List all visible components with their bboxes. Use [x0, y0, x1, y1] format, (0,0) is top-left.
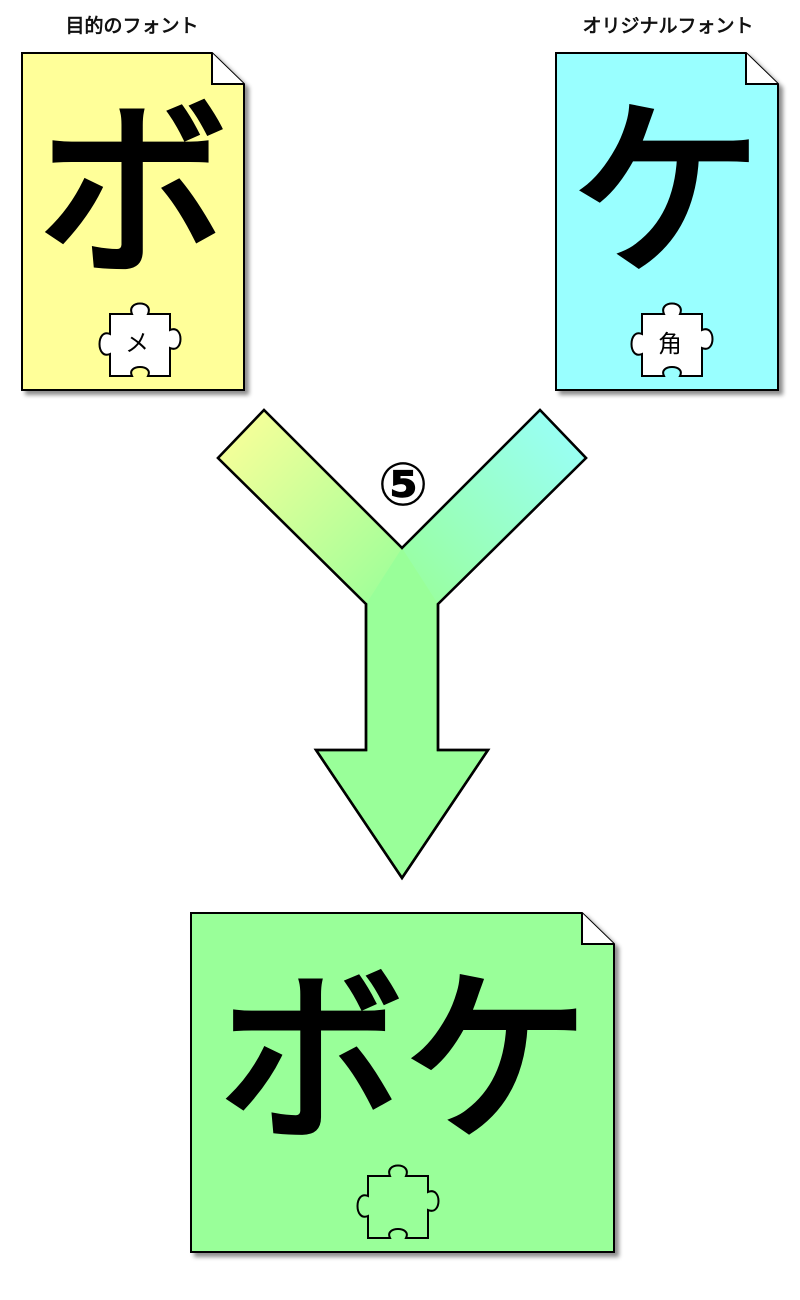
result-glyph: ボケ [219, 952, 589, 1168]
target-font-card: ボ メ [21, 52, 245, 391]
target-card-fold [211, 53, 244, 85]
puzzle-piece-icon [98, 302, 182, 377]
merge-arrow-left-arm [218, 410, 402, 604]
result-font-card: ボケ [190, 912, 615, 1253]
puzzle-piece-icon [630, 302, 714, 377]
original-font-label: オリジナルフォント [582, 15, 753, 37]
original-glyph: ケ [572, 82, 762, 303]
result-card-fold [581, 913, 614, 945]
original-puzzle-glyph: 角 [658, 330, 682, 358]
original-card-body [555, 52, 779, 391]
puzzle-piece-icon [356, 1164, 440, 1239]
target-glyph: ボ [38, 82, 228, 303]
original-card-fold [745, 53, 778, 85]
result-card-body [190, 912, 615, 1253]
original-font-card: ケ 角 [555, 52, 779, 391]
target-card-body [21, 52, 245, 391]
target-font-label: 目的のフォント [65, 14, 198, 37]
merge-arrow: ⑤ [216, 408, 588, 881]
target-puzzle-glyph: メ [125, 329, 149, 357]
merge-arrow-right-arm [402, 410, 586, 604]
step-number-label: ⑤ [378, 450, 429, 520]
